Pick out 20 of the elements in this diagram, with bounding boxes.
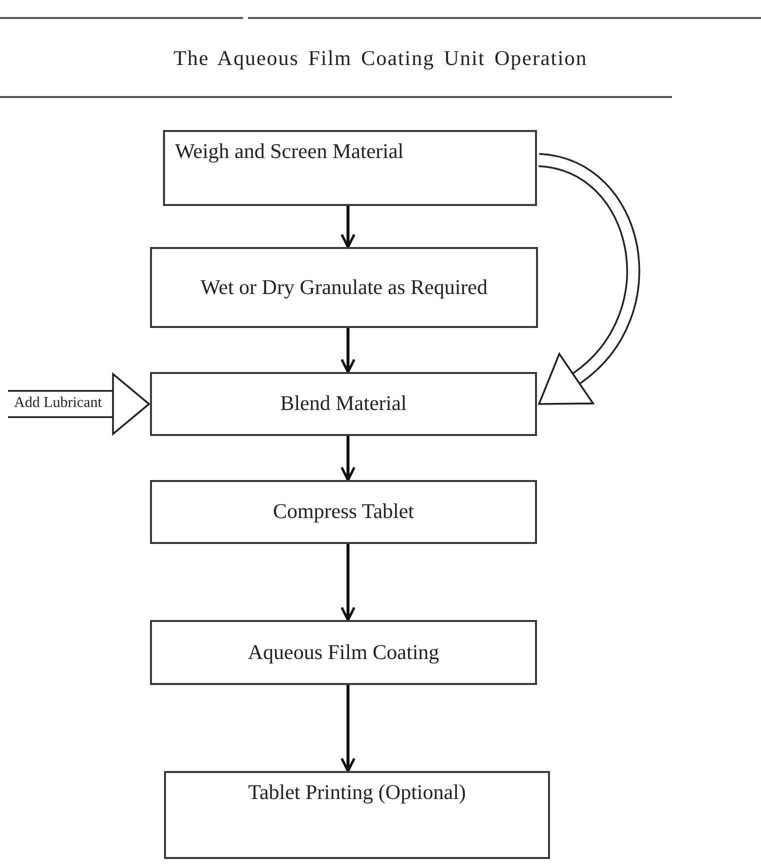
node-text: Blend Material bbox=[280, 390, 407, 418]
title: The Aqueous Film Coating Unit Operation bbox=[172, 46, 588, 71]
process-box bbox=[150, 620, 537, 685]
arrow bbox=[340, 685, 356, 772]
node-text: Weigh and Screen Material bbox=[175, 138, 404, 165]
block-arrow bbox=[538, 153, 640, 405]
edge-label: Add Lubricant bbox=[14, 396, 102, 411]
node-text: Aqueous Film Coating bbox=[248, 638, 440, 666]
block-arrow bbox=[8, 372, 150, 436]
arrow bbox=[340, 206, 356, 248]
arrow bbox=[340, 544, 356, 622]
node-text: Compress Tablet bbox=[272, 498, 414, 526]
node-text: Wet or Dry Granulate as Required bbox=[200, 274, 488, 301]
process-box bbox=[164, 771, 550, 859]
node-text: Tablet Printing (Optional) bbox=[248, 779, 466, 806]
process-box bbox=[150, 480, 537, 544]
arrow bbox=[340, 328, 356, 374]
arrow bbox=[340, 436, 356, 482]
process-box bbox=[150, 247, 538, 328]
process-box bbox=[163, 130, 537, 206]
